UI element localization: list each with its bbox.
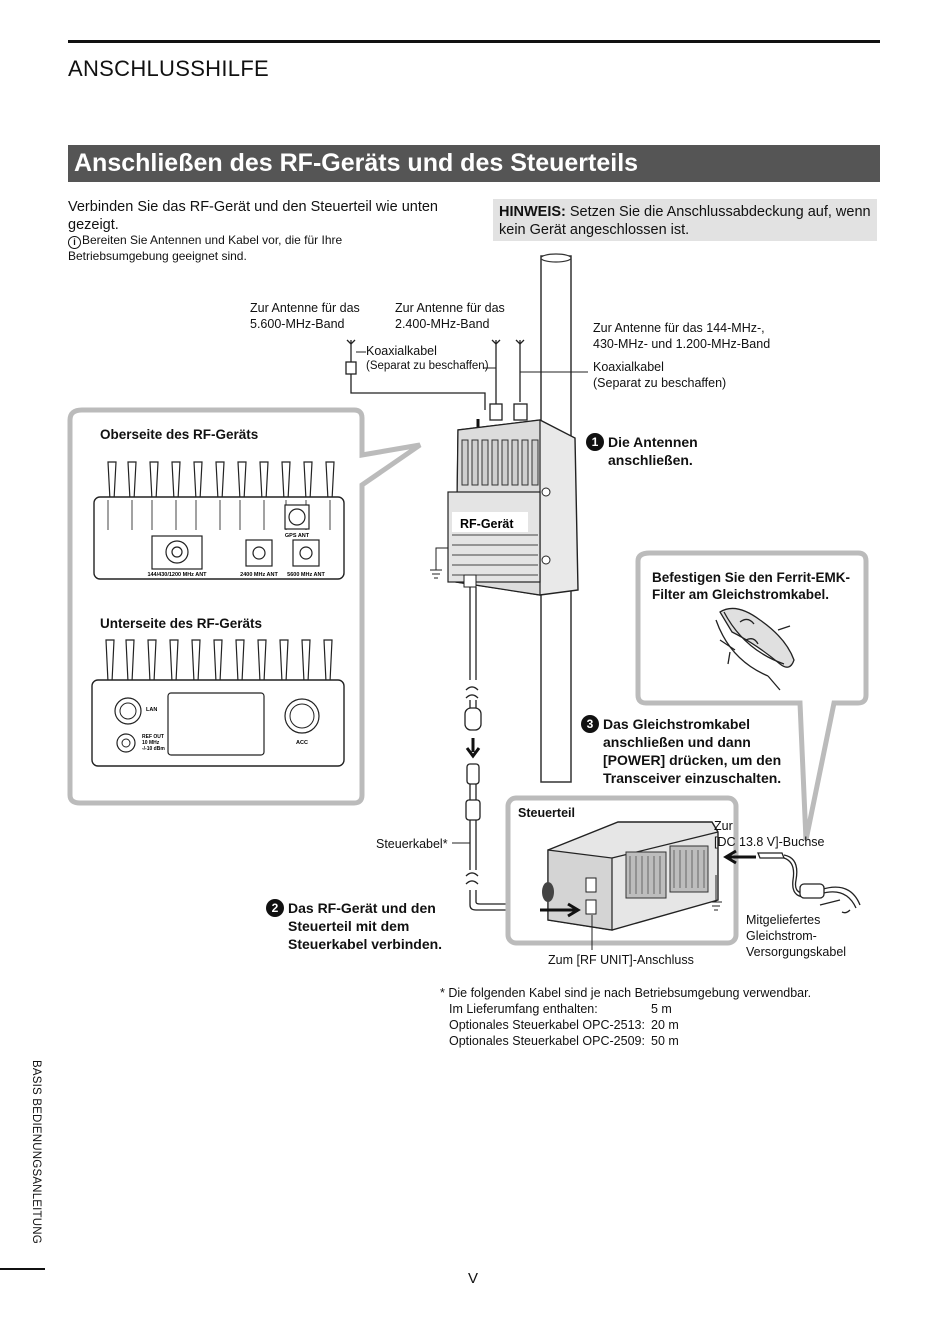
label-antenna-2400-line2: 2.400-MHz-Band — [395, 317, 490, 331]
label-ref-out-1: REF OUT — [142, 734, 164, 740]
top-rule — [68, 40, 880, 43]
label-ref-out-3: -/-10 dBm — [142, 746, 165, 752]
rf-top-view: GPS ANT 144/430/1200 MHz ANT 2400 MHz AN… — [93, 461, 345, 580]
step-3-number: 3 — [581, 715, 599, 733]
label-steuerkabel: Steuerkabel* — [376, 837, 448, 851]
section-title: Anschließen des RF-Geräts und des Steuer… — [68, 145, 880, 182]
dc-cable — [757, 852, 861, 914]
rf-bottom-view: LAN REF OUT 10 MHz -/-10 dBm ACC — [91, 639, 345, 767]
antenna-cables — [345, 339, 528, 421]
label-dc-jack-line2: [DC 13.8 V]-Buchse — [714, 835, 825, 849]
sidebar-label-text: BASIS BEDIENUNGSANLEITUNG — [30, 1060, 42, 1244]
label-ferrite-line1: Befestigen Sie den Ferrit-EMK- — [652, 570, 851, 585]
footnote-row-length: 50 m — [651, 1034, 679, 1048]
label-antenna-2400-line1: Zur Antenne für das — [395, 301, 505, 315]
label-antenna-5600-line1: Zur Antenne für das — [250, 301, 360, 315]
label-coax-left: Koaxialkabel (Separat zu beschaffen) — [366, 343, 489, 374]
footnote-row: Im Lieferumfang enthalten: 5 m — [440, 1001, 811, 1017]
label-antenna-2400: Zur Antenne für das 2.400-MHz-Band — [395, 300, 505, 332]
label-coax-right-line2: (Separat zu beschaffen) — [593, 376, 727, 390]
label-coax-right: Koaxialkabel (Separat zu beschaffen) — [593, 359, 726, 391]
label-ferrite: Befestigen Sie den Ferrit-EMK- Filter am… — [652, 569, 850, 603]
label-dc-cable-line1: Mitgeliefertes — [746, 913, 821, 927]
ferrite-drawing — [715, 607, 795, 691]
label-dc-cable: Mitgeliefertes Gleichstrom- Versorgungsk… — [746, 912, 846, 960]
label-antenna-5600-line2: 5.600-MHz-Band — [250, 317, 345, 331]
rf-unit-drawing — [447, 419, 579, 596]
running-title: ANSCHLUSSHILFE — [68, 56, 270, 81]
footnote-line1: * Die folgenden Kabel sind je nach Betri… — [440, 986, 812, 1000]
step-2-line2: Steuerteil mit dem — [288, 918, 410, 934]
footnote-row-length: 5 m — [651, 1002, 672, 1016]
hinweis-text: Setzen Sie die Anschlussabdeckung auf, w… — [499, 204, 871, 238]
label-antenna-5600: Zur Antenne für das 5.600-MHz-Band — [250, 300, 360, 332]
label-rf-bottom: Unterseite des RF-Geräts — [100, 616, 263, 631]
label-coax-right-line1: Koaxialkabel — [593, 360, 664, 374]
footnote-row-name: Optionales Steuerkabel OPC-2513: — [449, 1018, 645, 1032]
step-1-line1: Die Antennen — [608, 434, 698, 450]
label-antenna-144-line2: 430-MHz- und 1.200-MHz-Band — [593, 337, 771, 351]
label-dc-jack-line1: Zur — [714, 819, 733, 833]
step-2-number: 2 — [266, 899, 284, 917]
rf-unit-label: RF-Gerät — [460, 517, 514, 531]
label-lan: LAN — [146, 707, 157, 713]
footnote-row: Optionales Steuerkabel OPC-2513: 20 m — [440, 1017, 811, 1033]
sidebar-label: BASIS BEDIENUNGSANLEITUNG — [30, 1060, 48, 1260]
label-rf-unit-port: Zum [RF UNIT]-Anschluss — [548, 953, 694, 967]
step-3-line3: [POWER] drücken, um den — [603, 752, 782, 768]
label-dc-cable-line3: Versorgungskabel — [746, 945, 847, 959]
ferrite-callout — [635, 550, 869, 841]
intro-text: Verbinden Sie das RF-Gerät und den Steue… — [68, 199, 438, 233]
label-ant-5600: 5600 MHz ANT — [287, 572, 325, 578]
hinweis-label: HINWEIS: — [499, 204, 566, 220]
label-ant-144: 144/430/1200 MHz ANT — [147, 572, 207, 578]
label-ant-2400: 2400 MHz ANT — [240, 572, 278, 578]
label-steuerteil: Steuerteil — [518, 806, 575, 820]
step-2-line1: Das RF-Gerät und den — [288, 900, 436, 916]
step-3-line1: Das Gleichstromkabel — [603, 716, 751, 732]
control-cable — [464, 587, 529, 913]
footnote-row-length: 20 m — [651, 1018, 679, 1032]
step-1-number: 1 — [586, 433, 604, 451]
footnote-row: Optionales Steuerkabel OPC-2509: 50 m — [440, 1033, 811, 1049]
footnote-row-name: Optionales Steuerkabel OPC-2509: — [449, 1034, 645, 1048]
footnote-row-name: Im Lieferumfang enthalten: — [449, 1002, 598, 1016]
step-1-line2: anschließen. — [608, 452, 693, 468]
label-ref-out-2: 10 MHz — [142, 740, 160, 746]
label-rf-top: Oberseite des RF-Geräts — [100, 427, 259, 442]
label-coax-left-line1: Koaxialkabel — [366, 344, 437, 358]
step-2-line3: Steuerkabel verbinden. — [288, 936, 443, 952]
label-antenna-144-line1: Zur Antenne für das 144-MHz-, — [593, 321, 765, 335]
page-number: V — [468, 1270, 479, 1287]
step-3-line2: anschließen und dann — [603, 734, 751, 750]
sidebar-rule — [0, 1268, 45, 1270]
label-coax-left-line2: (Separat zu beschaffen) — [366, 360, 489, 372]
label-ferrite-line2: Filter am Gleichstromkabel. — [652, 587, 830, 602]
label-dc-jack: Zur [DC 13.8 V]-Buchse — [714, 818, 824, 850]
label-dc-cable-line2: Gleichstrom- — [746, 929, 817, 943]
footnote: * Die folgenden Kabel sind je nach Betri… — [440, 985, 811, 1049]
intro-note-text: Bereiten Sie Antennen und Kabel vor, die… — [68, 233, 343, 263]
hinweis-box: HINWEIS: Setzen Sie die Anschlussabdecku… — [493, 199, 877, 241]
label-antenna-144: Zur Antenne für das 144-MHz-, 430-MHz- u… — [593, 320, 770, 352]
label-gps-ant: GPS ANT — [285, 533, 310, 539]
label-acc: ACC — [296, 740, 308, 746]
step-3-line4: Transceiver einzuschalten. — [603, 770, 782, 786]
